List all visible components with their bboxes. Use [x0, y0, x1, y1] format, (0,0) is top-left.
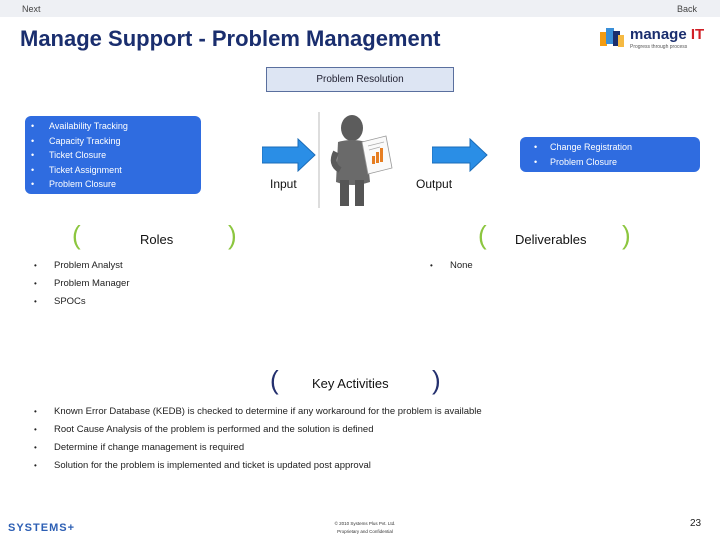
deliverables-title: Deliverables — [515, 232, 587, 247]
bullet: • — [34, 443, 37, 452]
output-item-label: Change Registration — [550, 142, 633, 152]
back-link[interactable]: Back — [677, 4, 698, 14]
input-label: Input — [270, 177, 297, 191]
input-item-label: Availability Tracking — [49, 121, 128, 131]
problem-resolution-label: Problem Resolution — [316, 74, 404, 85]
page-title: Manage Support - Problem Management — [20, 26, 441, 51]
bullet: • — [31, 179, 35, 189]
bullet: • — [34, 297, 37, 306]
role-item: Problem Analyst — [54, 260, 123, 271]
bullet: • — [31, 165, 35, 175]
input-arrow-icon — [262, 138, 316, 172]
output-list: • Change Registration • Problem Closure — [520, 137, 700, 172]
logo-brand-main: manage — [630, 26, 687, 43]
deliverables-right-bracket-icon: ) — [622, 220, 631, 250]
roles-title: Roles — [140, 232, 174, 247]
bullet: • — [34, 407, 37, 416]
output-arrow-icon — [432, 138, 488, 172]
bullet: • — [534, 142, 538, 152]
output-item-label: Problem Closure — [550, 157, 618, 167]
confidential-line: Proprietary and Confidential — [337, 529, 393, 534]
input-item-label: Ticket Closure — [49, 150, 107, 160]
activity-item: Known Error Database (KEDB) is checked t… — [54, 406, 482, 417]
logo-tagline: Progress through process — [630, 44, 688, 50]
bullet: • — [31, 136, 35, 146]
bullet: • — [34, 261, 37, 270]
input-list: • Availability Tracking • Capacity Trackin… — [25, 116, 201, 194]
top-nav-bar — [0, 0, 720, 17]
key-activities-title: Key Activities — [312, 376, 389, 391]
bullet: • — [430, 261, 433, 270]
manage-it-logo-icon — [600, 28, 624, 47]
systems-plus-logo: SYSTEMS+ — [8, 522, 75, 534]
page-number: 23 — [690, 518, 702, 529]
logo-wordmark: manage IT — [630, 26, 704, 43]
footer-brand-plus: + — [67, 522, 76, 534]
output-label: Output — [416, 177, 453, 191]
role-item: Problem Manager — [54, 278, 130, 289]
next-link[interactable]: Next — [22, 4, 41, 14]
role-item: SPOCs — [54, 296, 86, 307]
activities-right-bracket-icon: ) — [432, 365, 441, 395]
bullet: • — [31, 150, 35, 160]
bullet: • — [534, 157, 538, 167]
activity-item: Solution for the problem is implemented … — [54, 460, 371, 471]
input-item-label: Capacity Tracking — [49, 136, 121, 146]
problem-resolution-box: Problem Resolution — [266, 67, 454, 92]
input-item-label: Ticket Assignment — [49, 165, 122, 175]
roles-right-bracket-icon: ) — [228, 220, 237, 250]
deliverables-left-bracket-icon: ( — [478, 220, 487, 250]
input-item-label: Problem Closure — [49, 179, 117, 189]
footer-copyright: © 2010 Systems Plus Pvt. Ltd. Proprietar… — [310, 520, 420, 536]
deliverable-item: None — [450, 260, 473, 271]
activities-left-bracket-icon: ( — [270, 365, 279, 395]
activity-item: Determine if change management is requir… — [54, 442, 245, 453]
bullet: • — [31, 121, 35, 131]
person-with-document-icon — [318, 112, 396, 208]
bullet: • — [34, 279, 37, 288]
activity-item: Root Cause Analysis of the problem is pe… — [54, 424, 374, 435]
footer-brand: SYSTEMS — [8, 522, 68, 534]
logo-brand-it: IT — [690, 26, 705, 43]
copyright-line: © 2010 Systems Plus Pvt. Ltd. — [334, 521, 396, 526]
bullet: • — [34, 425, 37, 434]
bullet: • — [34, 461, 37, 470]
roles-left-bracket-icon: ( — [72, 220, 81, 250]
